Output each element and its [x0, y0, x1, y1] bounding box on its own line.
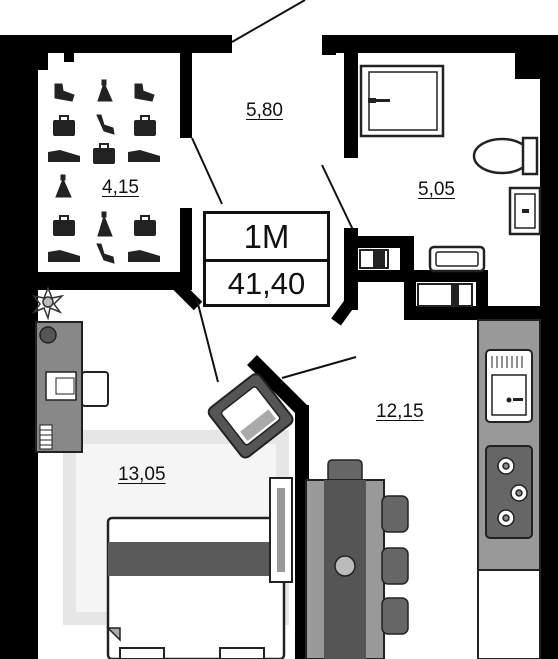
desk-chair [81, 371, 109, 407]
bed [106, 516, 286, 659]
utility-cabinet [359, 249, 473, 307]
room-area-bathroom: 5,05 [418, 179, 455, 200]
dining-table [305, 459, 409, 659]
desk [35, 321, 83, 453]
bathroom-sink [508, 186, 542, 236]
apartment-total-area: 41,40 [227, 266, 306, 301]
armchair [207, 373, 294, 459]
wardrobe-items [48, 79, 160, 264]
apartment-badge: 1М 41,40 [203, 211, 330, 307]
door-lines [191, 0, 357, 383]
toilet [472, 136, 539, 176]
room-area-hall: 5,80 [246, 100, 283, 121]
room-area-kitchen: 12,15 [376, 401, 424, 422]
angled-walls [169, 277, 357, 659]
kitchen-counter [477, 319, 541, 659]
apartment-type: 1М [206, 214, 327, 262]
cooktop-burners [497, 457, 528, 527]
room-area-bedroom: 13,05 [118, 464, 166, 485]
wall-tv [269, 477, 293, 583]
washing-machine [428, 245, 486, 273]
walls [0, 35, 558, 659]
room-area-wardrobe: 4,15 [102, 177, 139, 198]
flower [31, 285, 65, 321]
shower-tray [359, 64, 445, 138]
